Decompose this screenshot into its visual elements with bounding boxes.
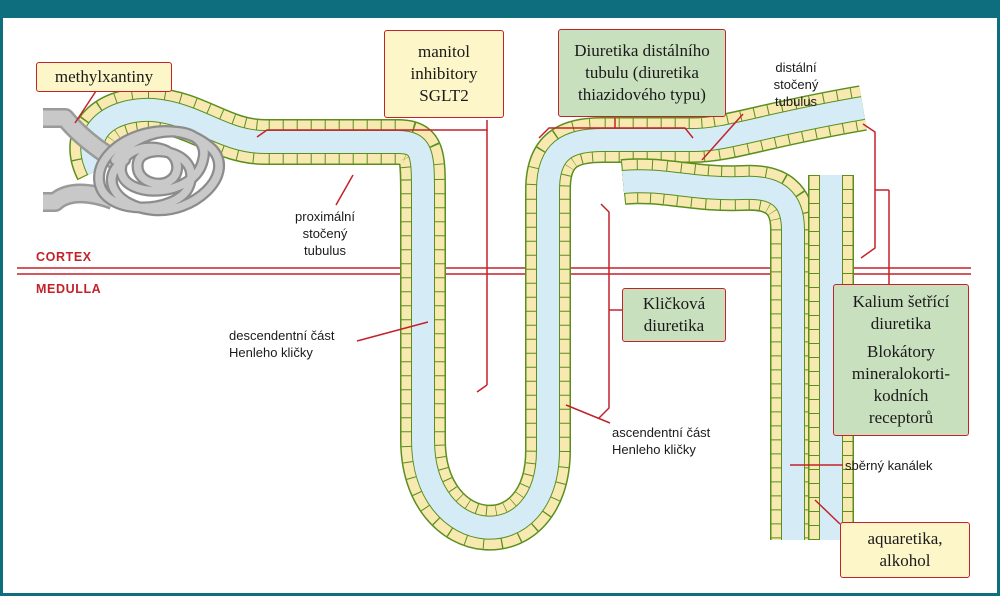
thiazide-box: Diuretika distálního tubulu (diuretika t…: [558, 29, 726, 117]
descending-limb-label: descendentní část Henleho kličky: [229, 327, 355, 361]
cortex-label: CORTEX: [36, 250, 92, 264]
collecting-line-1: sběrný kanálek: [845, 458, 932, 473]
proximal-line-1: proximální: [275, 208, 375, 225]
pointer-lines: [75, 88, 889, 524]
kalium-line-3: Blokátory: [867, 341, 935, 363]
aquaretika-line-1: aquaretika,: [867, 528, 942, 550]
descending-line-1: descendentní část: [229, 327, 355, 344]
manitol-line-2: inhibitory: [410, 63, 477, 85]
thiazide-line-1: Diuretika distálního: [574, 40, 710, 62]
distal-tubule-label: distální stočený tubulus: [751, 59, 841, 110]
loop-line-2: diuretika: [644, 315, 704, 337]
ascending-line-2: Henleho kličky: [612, 441, 738, 458]
descending-line-2: Henleho kličky: [229, 344, 355, 361]
manitol-line-1: manitol: [418, 41, 470, 63]
kalium-line-6: receptorů: [869, 407, 933, 429]
aquaretika-line-2: alkohol: [880, 550, 931, 572]
proximal-tubule-label: proximální stočený tubulus: [275, 208, 375, 259]
manitol-line-3: SGLT2: [419, 85, 468, 107]
distal-line-3: tubulus: [751, 93, 841, 110]
nephron-tubules: [92, 108, 863, 540]
kalium-line-2: diuretika: [871, 313, 931, 335]
thiazide-line-3: thiazidového typu): [578, 84, 706, 106]
collecting-duct-label: sběrný kanálek: [845, 457, 932, 474]
loop-diuretics-box: Kličková diuretika: [622, 288, 726, 342]
distal-line-1: distální: [751, 59, 841, 76]
kalium-line-1: Kalium šetřící: [853, 291, 950, 313]
distal-tubule: [623, 181, 793, 540]
aquaretika-box: aquaretika, alkohol: [840, 522, 970, 578]
kalium-line-5: kodních: [874, 385, 929, 407]
methylxantiny-box: methylxantiny: [36, 62, 172, 92]
ascending-limb-label: ascendentní část Henleho kličky: [612, 424, 738, 458]
loop-line-1: Kličková: [643, 293, 705, 315]
methylxantiny-text: methylxantiny: [55, 66, 153, 88]
proximal-line-3: tubulus: [275, 242, 375, 259]
proximal-line-2: stočený: [275, 225, 375, 242]
distal-line-2: stočený: [751, 76, 841, 93]
kalium-box: Kalium šetřící diuretika Blokátory miner…: [833, 284, 969, 436]
kalium-line-4: mineralokorti-: [852, 363, 950, 385]
manitol-box: manitol inhibitory SGLT2: [384, 30, 504, 118]
thiazide-line-2: tubulu (diuretika: [585, 62, 699, 84]
ascending-line-1: ascendentní část: [612, 424, 738, 441]
medulla-label: MEDULLA: [36, 282, 101, 296]
